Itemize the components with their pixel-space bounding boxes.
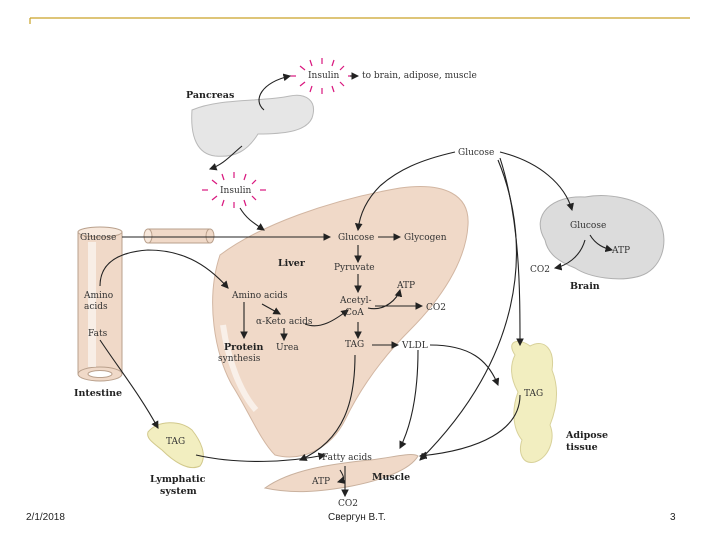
arrow-adipose-fatty <box>418 394 521 460</box>
arrows <box>99 72 614 498</box>
label-liver: Liver <box>278 258 306 269</box>
pancreas-shape <box>191 94 314 157</box>
label-atp-muscle: ATP <box>311 477 330 487</box>
liver-highlight <box>220 324 259 412</box>
label-amino-acids-liver: Amino acids <box>231 291 288 301</box>
label-lymph-1: Lymphatic <box>150 474 206 485</box>
label-muscle: Muscle <box>372 472 410 483</box>
arrow-muscle-atp <box>336 469 346 484</box>
liver-shape <box>212 186 469 458</box>
label-brain: Brain <box>570 281 600 292</box>
diagram-labels: Insulin to brain, adipose, muscle Pancre… <box>74 71 630 509</box>
label-tag-adipose: TAG <box>524 389 543 399</box>
arrow-blood-liver-glucose <box>354 151 456 232</box>
label-insulin-mid: Insulin <box>220 186 252 196</box>
label-atp-liver: ATP <box>396 281 415 291</box>
arrow-glucose-adipose <box>499 157 524 347</box>
label-insulin-top: Insulin <box>308 71 340 81</box>
arrow-glucose-muscle <box>419 159 518 461</box>
arrow-acetyl-atp <box>367 288 403 310</box>
label-tag-lymph: TAG <box>166 437 185 447</box>
arrow-amino-keto <box>261 303 281 315</box>
arrow-fats-lymph <box>99 339 159 429</box>
label-pyruvate: Pyruvate <box>334 263 375 273</box>
brain-shape <box>539 195 665 280</box>
label-acetyl-1: Acetyl- <box>339 296 372 306</box>
arrow-keto-acetyl <box>304 309 349 327</box>
label-co2-liver: CO2 <box>426 303 446 313</box>
label-adipose-1: Adipose <box>565 430 608 441</box>
label-glucose-intestine: Glucose <box>80 233 116 243</box>
arrow-tag-blood <box>298 354 356 461</box>
label-acetyl-2: CoA <box>345 308 364 318</box>
label-glucose-brain: Glucose <box>570 221 606 231</box>
arrow-pancreas-insulin <box>258 73 292 111</box>
label-intestine: Intestine <box>74 388 122 399</box>
label-to-targets: to brain, adipose, muscle <box>362 71 477 81</box>
arrow-brain-atp <box>589 234 614 253</box>
footer-date: 2/1/2018 <box>26 512 65 523</box>
footer-author: Свергун В.Т. <box>328 512 386 523</box>
label-protein-2: synthesis <box>218 354 261 364</box>
lymph-shape <box>147 422 204 468</box>
label-fats: Fats <box>88 329 108 339</box>
label-co2-muscle: CO2 <box>338 499 358 509</box>
label-amino-acids-intestine-2: acids <box>84 302 108 312</box>
label-tag-liver: TAG <box>345 340 364 350</box>
label-amino-acids-intestine-1: Amino <box>83 291 113 301</box>
adipose-shape <box>511 340 557 463</box>
arrow-glucose-pancreas <box>208 145 243 171</box>
insulin-burst-top <box>290 58 354 94</box>
label-adipose-2: tissue <box>566 442 598 453</box>
label-glucose-liver: Glucose <box>338 233 374 243</box>
arrow-vldl-muscle <box>399 349 419 449</box>
arrow-insulin-liver <box>239 207 265 231</box>
label-co2-brain: CO2 <box>530 265 550 275</box>
label-urea: Urea <box>276 343 299 353</box>
arrow-glucose-brain <box>499 151 574 212</box>
arrow-intestine-amino <box>99 249 229 289</box>
insulin-burst-mid <box>202 172 266 208</box>
label-glycogen: Glycogen <box>404 233 447 243</box>
arrow-lymph-fatty <box>195 452 327 462</box>
footer-page-number: 3 <box>670 512 676 523</box>
label-atp-brain: ATP <box>611 246 630 256</box>
label-keto-acids: α-Keto acids <box>256 317 313 327</box>
arrow-brain-co2 <box>553 239 586 271</box>
arrow-vldl-adipose <box>429 344 500 387</box>
label-glucose-blood: Glucose <box>458 148 494 158</box>
label-fatty-acids: Fatty acids <box>322 453 372 463</box>
label-protein-1: Protein <box>224 342 264 353</box>
label-lymph-2: system <box>160 486 197 497</box>
portal-vessel <box>143 228 215 244</box>
label-pancreas: Pancreas <box>186 90 234 101</box>
label-vldl: VLDL <box>401 341 428 351</box>
intestine-shape <box>77 226 123 382</box>
